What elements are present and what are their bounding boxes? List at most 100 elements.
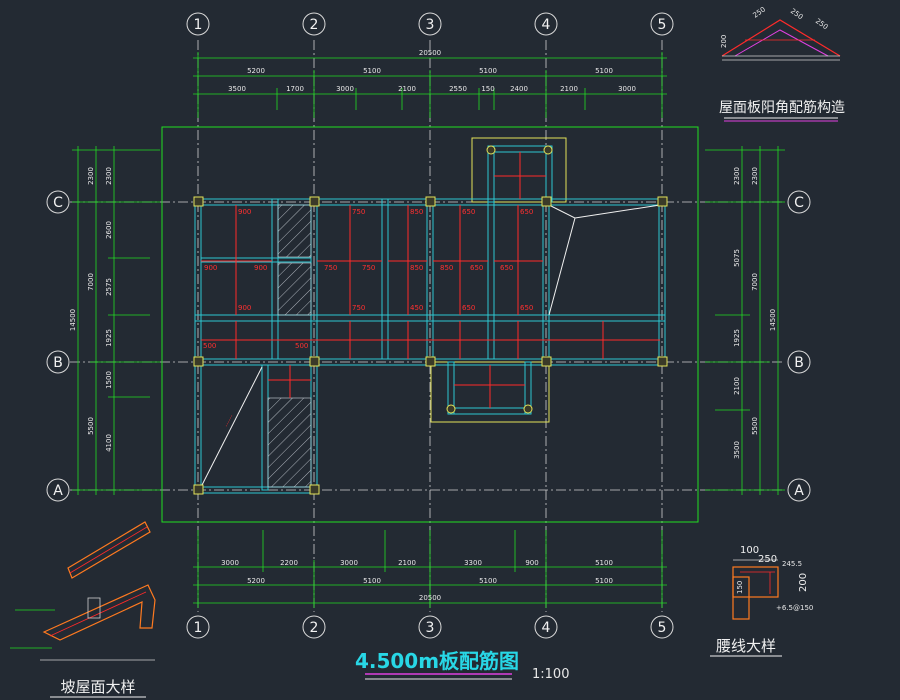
eave-outline [161,126,699,523]
waist-dim: 100 [740,545,759,556]
rebar-label: 900 [254,264,267,272]
roof-corner-title: 屋面板阳角配筋构造 [719,99,845,116]
dim-left-mid: 2300 [87,167,95,185]
dim-left-outer: 14500 [69,309,77,331]
dim-top-detail: 1700 [286,85,304,93]
axis-label-row-c-right: C [794,195,804,211]
waist-line-detail: 100 250 245.5 200 150 +6.5@150 [732,545,813,620]
dim-left-mid: 7000 [87,273,95,291]
rebar-label: 850 [410,208,423,216]
top-bay-outline [471,137,567,203]
dim-left-inner: 2600 [105,221,113,239]
axis-label-col-5-bottom: 5 [658,620,667,636]
roof-corner-dim: 200 [720,35,728,48]
rebar-label: 850 [440,264,453,272]
drawing-scale: 1:100 [532,667,569,682]
roof-corner-detail: 250 250 250 200 [720,5,841,61]
rebar-label: 500 [295,342,308,350]
roof-corner-dim: 250 [752,5,768,19]
stair-diagonals [200,204,661,488]
axis-label-row-a-left: A [53,483,63,499]
waist-dim: 150 [736,581,744,594]
dim-right-mid: 2300 [751,167,759,185]
dim-left-inner: 2575 [105,278,113,296]
dim-top-total: 20500 [419,49,441,57]
rebar-label: 650 [500,264,513,272]
sloped-roof-detail [10,521,156,661]
dim-right-inner: 2300 [733,167,741,185]
axis-label-row-b-right: B [794,355,804,371]
dim-top-detail: 2100 [398,85,416,93]
axis-label-col-2-top: 2 [310,17,319,33]
dim-top-mid: 5100 [479,67,497,75]
rebar-label: 650 [520,208,533,216]
dim-top-mid: 5100 [363,67,381,75]
axis-label-col-5-top: 5 [658,17,667,33]
rebar-label: 900 [238,304,251,312]
waist-dim: 200 [798,573,809,592]
axis-label-row-c-left: C [53,195,63,211]
dim-right-inner: 5075 [733,249,741,267]
rebar-label: 650 [520,304,533,312]
dim-bottom-mid: 5100 [595,577,613,585]
right-dimension-lines [705,146,785,495]
dim-left-inner: 1925 [105,329,113,347]
drawing-title: 4.500m板配筋图 [355,649,519,673]
dim-left-inner: 1500 [105,371,113,389]
hatched-opening [267,397,312,488]
bottom-bay-outline [430,361,550,423]
rebar-label: 750 [324,264,337,272]
dim-bottom-detail: 900 [525,559,538,567]
bottom-dimension-lines [193,530,667,608]
dim-bottom-mid: 5100 [363,577,381,585]
dim-top-mid: 5100 [595,67,613,75]
roof-corner-dim: 250 [814,17,830,31]
dim-right-mid: 7000 [751,273,759,291]
roof-corner-dim: 250 [789,7,805,21]
axis-label-col-3-top: 3 [426,17,435,33]
rebar-label: 450 [410,304,423,312]
rebar-label: 650 [470,264,483,272]
dim-bottom-total: 20500 [419,594,441,602]
axis-label-col-2-bottom: 2 [310,620,319,636]
dim-left-inner: 4100 [105,434,113,452]
rebar-label: 750 [352,304,365,312]
hatched-opening [277,204,312,258]
dim-right-inner: 3500 [733,441,741,459]
sloped-roof-title: 坡屋面大样 [60,678,135,696]
dim-right-outer: 14500 [769,309,777,331]
top-dimension-lines [193,52,667,118]
rebar-label: 750 [362,264,375,272]
waist-dim: 245.5 [782,560,802,568]
axis-label-row-b-left: B [53,355,63,371]
rebar-label: 650 [462,208,475,216]
rebar-label: 750 [352,208,365,216]
dim-bottom-detail: 2200 [280,559,298,567]
axis-label-row-a-right: A [794,483,804,499]
dim-top-mid: 5200 [247,67,265,75]
dim-right-inner: 2100 [733,377,741,395]
axis-label-col-1-bottom: 1 [194,620,203,636]
dim-bottom-detail: 2100 [398,559,416,567]
dim-top-detail: 2400 [510,85,528,93]
dim-bottom-detail: 5100 [595,559,613,567]
dim-bottom-detail: 3300 [464,559,482,567]
waist-line-title: 腰线大样 [716,637,776,655]
dim-top-detail: 3000 [336,85,354,93]
dim-top-detail: 2550 [449,85,467,93]
column-markers [193,145,668,495]
waist-dim: 250 [758,554,777,565]
dim-right-mid: 5500 [751,417,759,435]
dim-bottom-mid: 5100 [479,577,497,585]
dim-top-detail: 150 [481,85,494,93]
hatched-opening [277,262,312,316]
dim-top-detail: 3500 [228,85,246,93]
dim-bottom-detail: 3000 [221,559,239,567]
rebar-label: 500 [203,342,216,350]
axis-label-col-4-bottom: 4 [542,620,551,636]
rebar-label: 850 [410,264,423,272]
axis-label-col-4-top: 4 [542,17,551,33]
rebar-label: 650 [462,304,475,312]
